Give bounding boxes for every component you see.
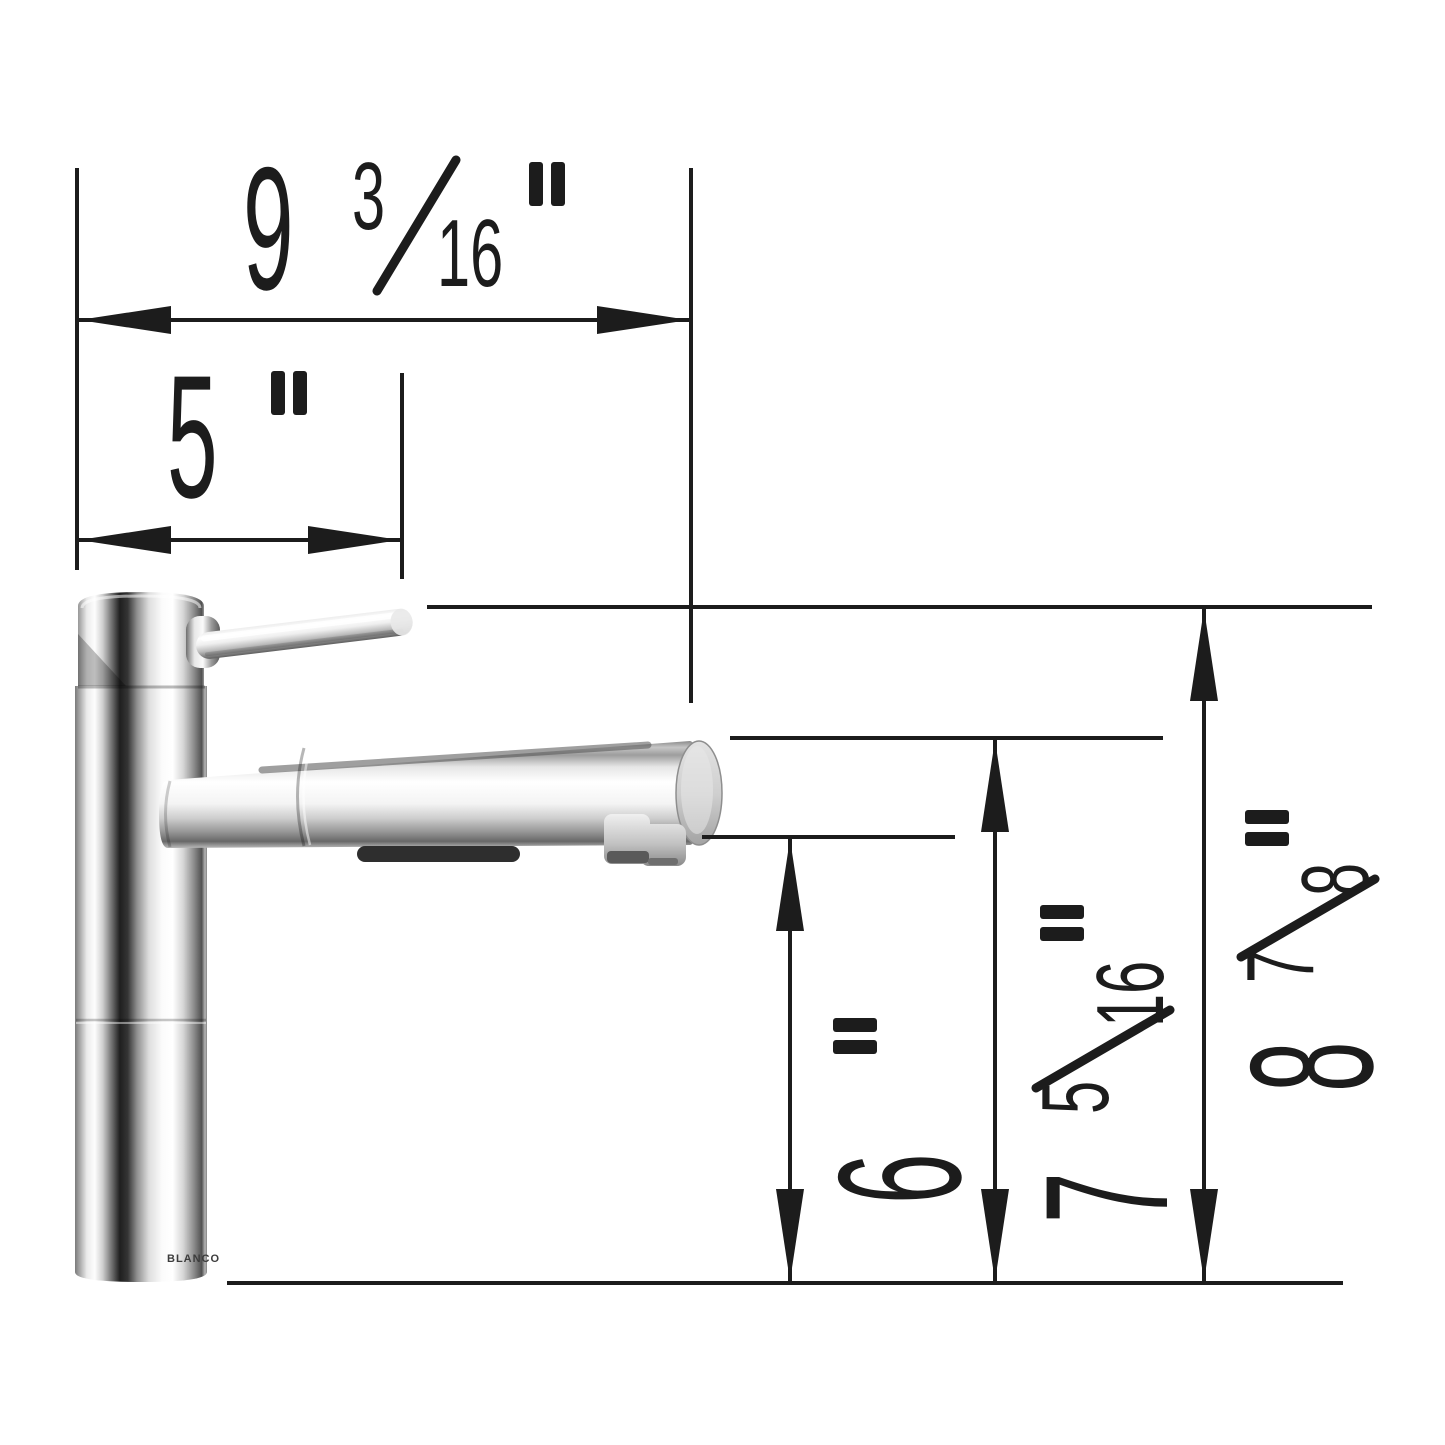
dim-value-denominator: 16	[437, 199, 503, 306]
dim-height-total-label: 8 7 8	[1214, 810, 1410, 1092]
dim-height-outlet-label: 6	[802, 1018, 998, 1204]
inch-mark	[271, 371, 285, 415]
dim-height-total: 8 7 8	[1190, 609, 1410, 1281]
dim-width-total-label: 9 3 16	[243, 131, 565, 327]
dim-value-whole: 9	[243, 131, 294, 327]
faucet-illustration: BLANCO	[75, 592, 723, 1282]
dim-height-outlet: 6	[776, 839, 998, 1281]
reference-lines	[75, 168, 1372, 1285]
faucet-sprayhead-seam	[296, 747, 306, 847]
inch-mark	[1040, 927, 1084, 941]
dim-height-spout: 7 5 16	[981, 740, 1205, 1281]
dim-value-whole: 7	[1009, 1172, 1205, 1223]
arrowhead-down	[1190, 1189, 1218, 1281]
aerator-outlet-face	[607, 851, 649, 863]
faucet-spray-strip	[357, 846, 520, 862]
dim-width-handle: 5	[79, 339, 400, 554]
faucet-spout-reflection-streak	[258, 741, 652, 774]
aerator-front-block	[640, 824, 686, 866]
dim-value-whole: 6	[802, 1153, 998, 1204]
inch-mark	[1245, 832, 1289, 846]
dim-height-spout-label: 7 5 16	[1009, 905, 1205, 1223]
dim-value-denominator: 8	[1281, 863, 1388, 896]
arrowhead-up	[1190, 609, 1218, 701]
faucet-sprayhead-seam-highlight	[302, 747, 312, 846]
inch-mark	[551, 162, 565, 206]
inch-mark	[1040, 905, 1084, 919]
arrowhead-left	[79, 526, 171, 554]
dim-value-whole: 8	[1214, 1041, 1410, 1092]
inch-mark	[529, 162, 543, 206]
faucet-body	[75, 686, 207, 1282]
fraction-slash	[372, 155, 461, 296]
arrowhead-left	[79, 306, 171, 334]
faucet-spout	[159, 741, 698, 848]
inch-mark	[1245, 810, 1289, 824]
inch-mark	[833, 1018, 877, 1032]
fraction-slash	[1236, 874, 1380, 962]
arrowhead-up	[776, 839, 804, 931]
dim-value-numerator: 3	[352, 142, 385, 249]
faucet-cap-rim-highlight	[80, 594, 202, 609]
arrowhead-right	[597, 306, 689, 334]
inch-mark	[833, 1040, 877, 1054]
faucet-cap-shadow-wedge	[78, 634, 126, 686]
brand-logo: BLANCO	[167, 1253, 220, 1265]
inch-mark	[293, 371, 307, 415]
arrowhead-up	[981, 740, 1009, 832]
dim-width-handle-label: 5	[167, 339, 307, 535]
dim-value-whole: 5	[167, 339, 218, 535]
faucet-cap	[78, 592, 204, 686]
faucet-spout-end-cap-highlight	[681, 746, 713, 834]
faucet-spout-root-shadow	[164, 780, 172, 848]
arrowhead-down	[776, 1189, 804, 1281]
faucet-lever-highlight	[201, 611, 404, 642]
fraction-slash	[1031, 1005, 1175, 1093]
dim-width-total: 9 3 16	[79, 131, 689, 334]
aerator-outlet-slot	[648, 858, 678, 865]
faucet-lever-end-cap	[390, 608, 413, 636]
arrowhead-right	[308, 526, 400, 554]
arrowhead-down	[981, 1189, 1009, 1281]
faucet-lever	[195, 608, 413, 659]
dim-value-denominator: 16	[1076, 961, 1183, 1027]
faucet-aerator	[604, 814, 686, 866]
faucet-lever-underside-shade	[205, 628, 404, 657]
